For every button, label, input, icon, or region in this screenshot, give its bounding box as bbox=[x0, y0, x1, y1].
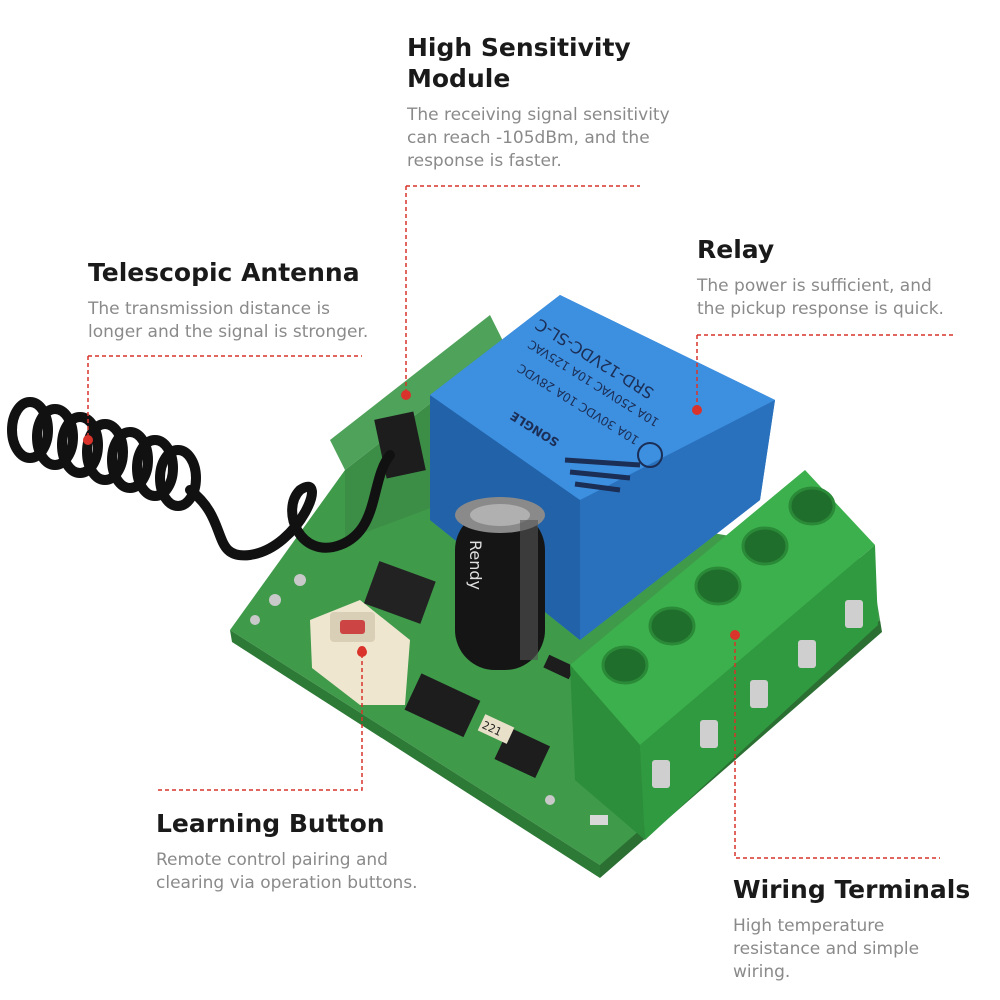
annotation-description: Remote control pairing and clearing via … bbox=[156, 850, 418, 893]
annotation-relay: Relay The power is sufficient, and the p… bbox=[697, 234, 944, 321]
annotation-title: Learning Button bbox=[156, 809, 385, 838]
annotation-learning-button: Learning Button Remote control pairing a… bbox=[156, 808, 418, 895]
terminal-block bbox=[570, 470, 878, 840]
annotation-title: Relay bbox=[697, 235, 775, 264]
annotation-description: The power is sufficient, and the pickup … bbox=[697, 276, 944, 319]
annotation-title: Telescopic Antenna bbox=[88, 258, 360, 287]
capacitor-marking: Rendy bbox=[466, 540, 485, 590]
pcb-components: 221 bbox=[250, 561, 608, 825]
annotation-antenna: Telescopic Antenna The transmission dist… bbox=[88, 257, 368, 344]
annotation-title: High Sensitivity Module bbox=[407, 33, 631, 93]
annotation-wiring-terminals: Wiring Terminals High temperature resist… bbox=[733, 874, 970, 984]
antenna-part bbox=[7, 397, 395, 561]
annotation-description: High temperature resistance and simple w… bbox=[733, 916, 920, 982]
leader-lines bbox=[87, 185, 955, 859]
capacitor-part: Rendy bbox=[455, 497, 545, 670]
annotation-description: The transmission distance is longer and … bbox=[88, 299, 369, 342]
annotation-sensitivity: High Sensitivity Module The receiving si… bbox=[407, 32, 670, 173]
leader-dots bbox=[83, 390, 740, 657]
annotation-description: The receiving signal sensitivity can rea… bbox=[407, 105, 670, 171]
annotation-title: Wiring Terminals bbox=[733, 875, 971, 904]
